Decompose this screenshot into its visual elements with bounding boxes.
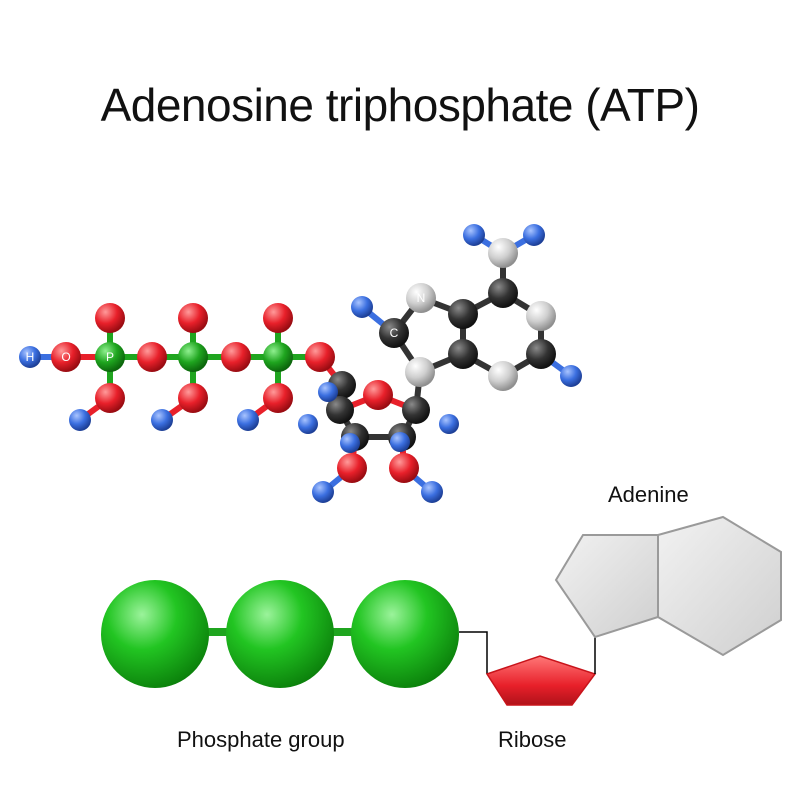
diagram-title: Adenosine triphosphate (ATP) xyxy=(100,79,700,131)
oxygen-atom xyxy=(363,380,393,410)
oxygen-atom xyxy=(263,383,293,413)
connector-line xyxy=(459,631,488,674)
oxygen-atom xyxy=(178,383,208,413)
atom-label-o: O xyxy=(61,350,70,364)
hydrogen-atom xyxy=(151,409,173,431)
carbon-atom xyxy=(326,396,354,424)
hydrogen-atom xyxy=(421,481,443,503)
hydrogen-atom xyxy=(463,224,485,246)
oxygen-atom xyxy=(178,303,208,333)
nitrogen-atom xyxy=(488,361,518,391)
hydrogen-atom xyxy=(19,346,41,368)
oxygen-atom xyxy=(389,453,419,483)
phosphate-group-label: Phosphate group xyxy=(177,727,345,752)
atom-label-n: N xyxy=(417,291,426,305)
phosphate-sphere-1 xyxy=(101,580,209,688)
adenine-hexagon xyxy=(657,515,782,657)
atom-label-c: C xyxy=(390,326,399,340)
carbon-atom xyxy=(448,299,478,329)
carbon-atom xyxy=(526,339,556,369)
atom-label-p: P xyxy=(106,350,114,364)
adenine-pentagon xyxy=(554,534,659,639)
hydrogen-atom xyxy=(69,409,91,431)
phosphorus-atom xyxy=(95,342,125,372)
phosphorus-atom xyxy=(178,342,208,372)
oxygen-atom xyxy=(305,342,335,372)
ribose-label: Ribose xyxy=(498,727,567,752)
oxygen-atom xyxy=(95,303,125,333)
oxygen-atom xyxy=(137,342,167,372)
atom-label-h: H xyxy=(26,350,35,364)
oxygen-atom xyxy=(95,383,125,413)
nitrogen-atom xyxy=(406,283,436,313)
hydrogen-atom xyxy=(390,432,410,452)
hydrogen-atom xyxy=(439,414,459,434)
hydrogen-atom xyxy=(312,481,334,503)
carbon-atom xyxy=(402,396,430,424)
oxygen-atom xyxy=(337,453,367,483)
hydrogen-atom xyxy=(237,409,259,431)
atoms xyxy=(19,224,582,503)
atom-labels: H O P N C xyxy=(26,291,426,364)
hydrogen-atom xyxy=(340,433,360,453)
phosphorus-atom xyxy=(263,342,293,372)
ribose-pentagon xyxy=(485,655,597,706)
oxygen-atom xyxy=(263,303,293,333)
hydrogen-atom xyxy=(523,224,545,246)
nitrogen-atom xyxy=(405,357,435,387)
oxygen-atom xyxy=(51,342,81,372)
adenine-label: Adenine xyxy=(608,482,689,507)
hydrogen-atom xyxy=(351,296,373,318)
carbon-atom xyxy=(448,339,478,369)
phosphate-sphere-2 xyxy=(226,580,334,688)
phosphate-sphere-3 xyxy=(351,580,459,688)
hydrogen-atom xyxy=(560,365,582,387)
schematic xyxy=(101,515,782,706)
carbon-atom xyxy=(488,278,518,308)
oxygen-atom xyxy=(221,342,251,372)
nitrogen-atom xyxy=(488,238,518,268)
hydrogen-atom xyxy=(318,382,338,402)
hydrogen-atom xyxy=(298,414,318,434)
nitrogen-atom xyxy=(526,301,556,331)
carbon-atom xyxy=(379,318,409,348)
